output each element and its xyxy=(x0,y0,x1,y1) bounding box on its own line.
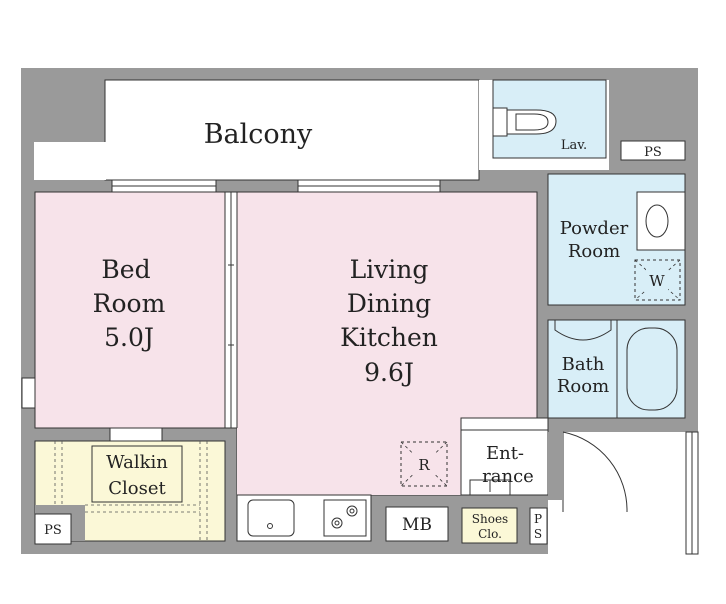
bedroom-label-2: Room xyxy=(93,289,166,318)
ldk-label-2: Dining xyxy=(347,289,431,318)
ps-top-label: PS xyxy=(644,145,662,160)
ps-right-label-2: S xyxy=(534,527,542,541)
ps-left-label: PS xyxy=(44,523,62,538)
corridor-outside xyxy=(548,432,686,554)
fridge-box xyxy=(400,441,448,487)
balcony-left-strip xyxy=(34,142,106,180)
mb-label: MB xyxy=(402,515,432,535)
stove-icon xyxy=(323,499,367,537)
shoes-closet-label-1: Shoes xyxy=(472,512,508,526)
lav-label: Lav. xyxy=(561,138,587,153)
bedroom-size-label: 5.0J xyxy=(104,323,154,352)
washbasin-counter xyxy=(636,191,686,251)
powder-room-label-1: Powder xyxy=(560,218,629,239)
sink-icon xyxy=(247,499,295,537)
ps-top-box xyxy=(620,140,686,161)
entrance-label-1: Ent- xyxy=(486,443,524,464)
bedroom-label-1: Bed xyxy=(101,255,150,284)
bathtub-frame xyxy=(616,319,686,419)
washer-label: W xyxy=(649,272,665,290)
walkin-closet-label-2: Closet xyxy=(108,478,166,499)
balcony-label: Balcony xyxy=(204,119,313,150)
ps-left-box xyxy=(34,513,72,545)
walkin-closet-label-1: Walkin xyxy=(106,452,168,473)
bath-room-label-1: Bath xyxy=(562,354,605,375)
bedroom-area xyxy=(34,191,226,429)
walkin-label-box xyxy=(91,445,183,503)
powder-room-label-2: Room xyxy=(568,241,620,262)
bathtub-icon xyxy=(626,327,678,411)
entrance-area xyxy=(460,429,549,496)
washer-box xyxy=(634,259,681,301)
kitchen-counter xyxy=(236,494,372,542)
entrance-label-2: rance xyxy=(482,466,534,487)
ldk-label-3: Kitchen xyxy=(340,323,438,352)
washbasin-icon xyxy=(645,204,669,238)
ps-right-label-1: P xyxy=(534,512,542,526)
bath-room-label-2: Room xyxy=(557,376,609,397)
balcony-area xyxy=(104,79,480,181)
ldk-size-label: 9.6J xyxy=(364,358,414,387)
ps-right-box xyxy=(529,507,548,545)
shoes-closet-box xyxy=(461,507,518,544)
fridge-label: R xyxy=(418,456,430,474)
toilet-icon xyxy=(492,107,557,137)
shoes-closet-label-2: Clo. xyxy=(478,527,502,541)
mb-box xyxy=(385,506,449,542)
ldk-label-1: Living xyxy=(350,255,429,284)
